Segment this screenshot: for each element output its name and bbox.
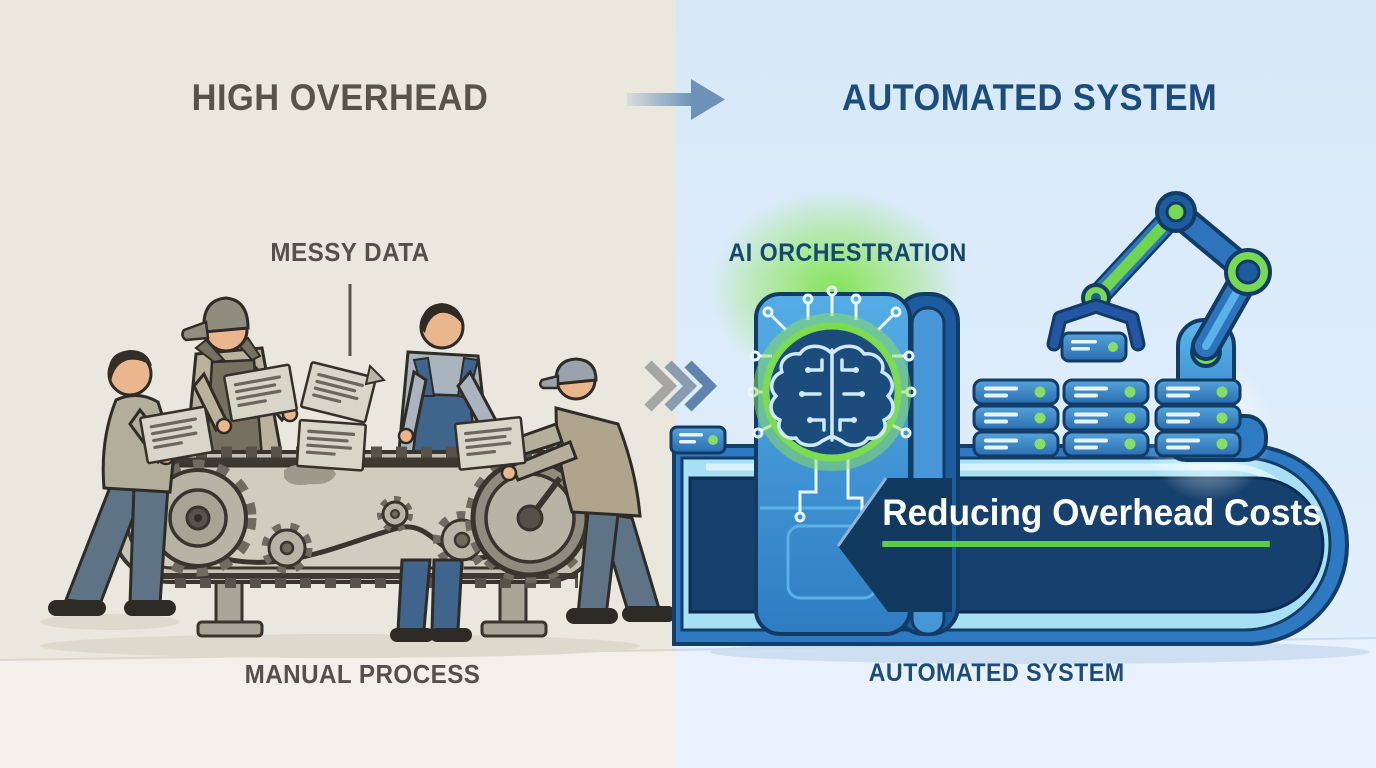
server-stack-3 bbox=[1154, 378, 1242, 458]
automated-system-caption: AUTOMATED SYSTEM bbox=[868, 659, 1125, 687]
ai-orchestration-callout: AI ORCHESTRATION bbox=[728, 239, 967, 267]
gear-large-icon bbox=[139, 459, 257, 577]
manual-process-caption: MANUAL PROCESS bbox=[244, 659, 481, 689]
gear-small-icon bbox=[377, 496, 413, 532]
transition-arrow-icon bbox=[627, 79, 725, 120]
worker-4 bbox=[479, 357, 676, 624]
data-card bbox=[669, 425, 727, 455]
conveyor-belt-manual bbox=[110, 446, 604, 638]
data-card bbox=[1060, 331, 1128, 363]
automated-system-scene bbox=[669, 190, 1370, 664]
gear-small-icon bbox=[261, 522, 313, 574]
floor-right bbox=[676, 638, 1376, 768]
left-header: HIGH OVERHEAD bbox=[191, 77, 489, 118]
reducing-overhead-banner: Reducing Overhead Costs bbox=[882, 492, 1322, 547]
right-header: AUTOMATED SYSTEM bbox=[842, 77, 1218, 118]
shadow-left bbox=[40, 634, 640, 658]
ai-brain-icon bbox=[753, 313, 911, 471]
worker-3-legs bbox=[390, 558, 472, 642]
floor-left bbox=[0, 650, 676, 768]
messy-data-callout: MESSY DATA bbox=[270, 237, 430, 267]
robot-gripper-icon bbox=[1046, 298, 1146, 352]
manual-process-scene bbox=[40, 284, 676, 658]
server-stack-1 bbox=[972, 378, 1060, 458]
fast-forward-chevrons-icon bbox=[644, 360, 718, 412]
paper-documents bbox=[138, 360, 527, 472]
server-stack-2 bbox=[1062, 378, 1150, 458]
